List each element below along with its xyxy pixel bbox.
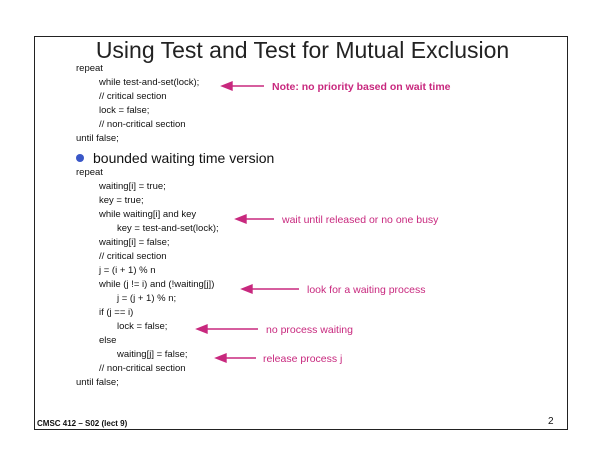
arrow-icon xyxy=(195,323,258,335)
slide-frame xyxy=(34,36,568,430)
code-line: j = (i + 1) % n xyxy=(99,265,156,276)
slide-footer: CMSC 412 – S02 (lect 9) xyxy=(37,419,128,428)
code-line: // critical section xyxy=(99,91,167,102)
code-line: waiting[i] = false; xyxy=(99,237,170,248)
note-no-priority: Note: no priority based on wait time xyxy=(272,81,451,93)
bullet-text: bounded waiting time version xyxy=(93,150,275,166)
note-wait-until-released: wait until released or no one busy xyxy=(282,214,439,226)
bullet-item: bounded waiting time version xyxy=(76,150,274,166)
code-line: repeat xyxy=(76,167,103,178)
code-line: while test-and-set(lock); xyxy=(99,77,200,88)
code-line: lock = false; xyxy=(99,105,150,116)
page-number: 2 xyxy=(548,416,554,427)
code-line: j = (j + 1) % n; xyxy=(117,293,177,304)
bullet-icon xyxy=(76,154,84,162)
code-line: if (j == i) xyxy=(99,307,134,318)
code-line: key = test-and-set(lock); xyxy=(117,223,219,234)
note-no-process-waiting: no process waiting xyxy=(266,324,353,336)
arrow-icon xyxy=(240,283,299,295)
code-line: repeat xyxy=(76,63,103,74)
arrow-icon xyxy=(214,352,256,364)
slide-title: Using Test and Test for Mutual Exclusion xyxy=(95,37,510,63)
code-line: until false; xyxy=(76,133,119,144)
code-line: waiting[j] = false; xyxy=(117,349,188,360)
code-line: else xyxy=(99,335,117,346)
code-line: while (j != i) and (!waiting[j]) xyxy=(99,279,215,290)
note-release-process: release process j xyxy=(263,353,343,365)
code-line: // non-critical section xyxy=(99,119,186,130)
code-line: // non-critical section xyxy=(99,363,186,374)
code-line: // critical section xyxy=(99,251,167,262)
note-look-for-waiting: look for a waiting process xyxy=(307,284,426,296)
code-line: waiting[i] = true; xyxy=(99,181,166,192)
arrow-icon xyxy=(234,213,274,225)
code-line: until false; xyxy=(76,377,119,388)
code-line: while waiting[i] and key xyxy=(99,209,197,220)
code-line: lock = false; xyxy=(117,321,168,332)
arrow-icon xyxy=(220,80,264,92)
code-line: key = true; xyxy=(99,195,144,206)
